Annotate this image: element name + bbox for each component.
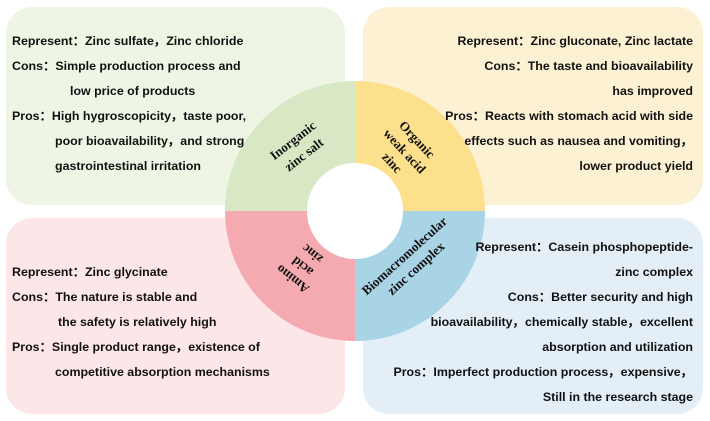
inorganic-zinc-text: Represent：Zinc sulfate，Zinc chloride Con… (12, 29, 246, 179)
biomacro-pros-line1: Pros：Imperfect production process，expens… (393, 365, 693, 379)
amino-cons-line1: Cons：The nature is stable and (12, 290, 198, 304)
center-hole (307, 163, 403, 259)
biomacromolecular-zinc-text: Represent：Casein phosphopeptide- zinc co… (393, 235, 693, 410)
organic-pros-line1: Pros：Reacts with stomach acid with side (445, 109, 693, 123)
biomacro-represent-line1: Represent：Casein phosphopeptide- (475, 240, 693, 254)
inorganic-pros-line2: poor bioavailability，and strong (55, 134, 245, 148)
biomacro-pros-line2: Still in the research stage (542, 390, 693, 404)
inorganic-sector (225, 81, 355, 211)
amino-acid-zinc-text: Represent：Zinc glycinate Cons：The nature… (12, 260, 270, 385)
inorganic-cons-line1: Cons：Simple production process and (12, 59, 241, 73)
biomacro-cons-line3: absorption and utilization (542, 340, 693, 354)
organic-cons-line1: Cons：The taste and bioavailability (484, 59, 693, 73)
biomacromolecular-sector (355, 211, 485, 341)
organic-pros-line3: lower product yield (579, 159, 693, 173)
amino-pros-line1: Pros：Single product range，existence of (12, 340, 260, 354)
amino-pros-line2: competitive absorption mechanisms (55, 365, 270, 379)
amino-acid-sector (225, 211, 355, 341)
organic-represent: Represent：Zinc gluconate, Zinc lactate (457, 34, 693, 48)
amino-represent: Represent：Zinc glycinate (12, 265, 168, 279)
organic-zinc-text: Represent：Zinc gluconate, Zinc lactate C… (445, 29, 693, 179)
organic-cons-line2: has improved (612, 84, 693, 98)
biomacro-cons-line1: Cons：Better security and high (507, 290, 693, 304)
inorganic-pros-line1: Pros：High hygroscopicity，taste poor, (12, 109, 247, 123)
organic-pros-line2: effects such as nausea and vomiting， (464, 134, 693, 148)
amino-cons-line2: the safety is relatively high (58, 315, 217, 329)
inorganic-represent: Represent：Zinc sulfate，Zinc chloride (12, 34, 244, 48)
biomacro-represent-line2: zinc complex (615, 265, 693, 279)
biomacro-cons-line2: bioavailability，chemically stable，excell… (430, 315, 693, 329)
organic-sector (355, 81, 485, 211)
inorganic-cons-line2: low price of products (70, 84, 196, 98)
inorganic-pros-line3: gastrointestinal irritation (55, 159, 201, 173)
